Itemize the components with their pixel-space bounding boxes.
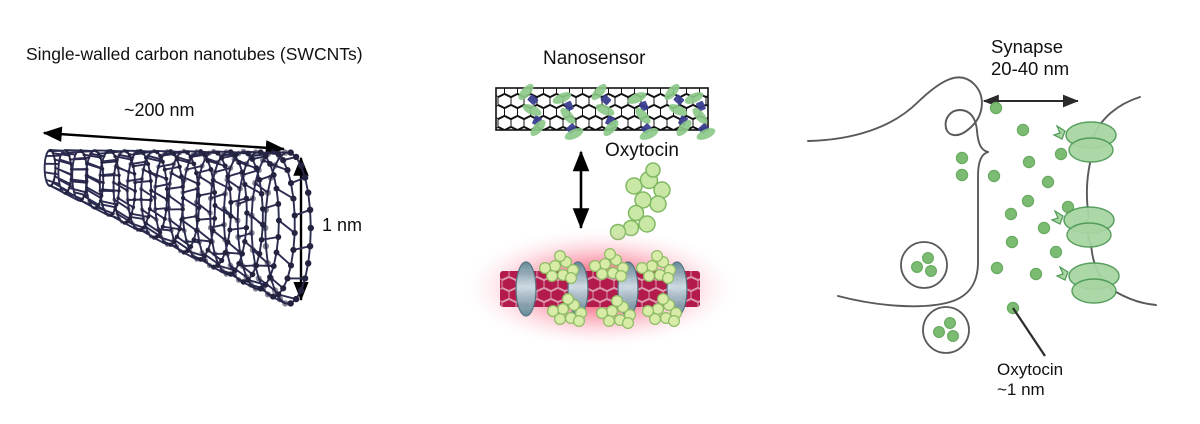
swcnt-length-arrow <box>42 126 285 156</box>
panel-nanosensor: Nanosensor Oxytocin <box>400 0 800 424</box>
synapse-oxytocin-line1: Oxytocin <box>997 360 1064 379</box>
synapse-oxytocin-line2: ~1 nm <box>997 380 1045 400</box>
postsynaptic-receptors <box>1050 121 1120 304</box>
swcnt-title: Single-walled carbon nanotubes (SWCNTs) <box>26 44 363 64</box>
nanosensor-title: Nanosensor <box>543 48 646 69</box>
swcnt-length-label: ~200 nm <box>124 100 195 120</box>
oxytocin-label: Oxytocin <box>605 140 679 161</box>
oxytocin-leader-line <box>1012 307 1046 357</box>
swcnt-structure <box>43 148 314 307</box>
sensor-fluorescent <box>458 226 742 350</box>
bound-oxytocin-clusters <box>539 248 683 330</box>
swcnt-diameter-label: 1 nm <box>322 215 363 235</box>
synapse-title-line1: Synapse <box>991 36 1063 57</box>
presynaptic-membrane <box>807 76 989 308</box>
synapse-oxytocin-label: Oxytocin~1 nm <box>997 360 1063 400</box>
synaptic-vesicles <box>900 151 970 354</box>
synapse-title-line2: 20-40 nm <box>991 57 1070 79</box>
panel-swcnt: Single-walled carbon nanotubes (SWCNTs) … <box>0 0 400 424</box>
neurotransmitter-dots <box>987 101 1075 315</box>
sensor-tube-top <box>495 83 716 140</box>
